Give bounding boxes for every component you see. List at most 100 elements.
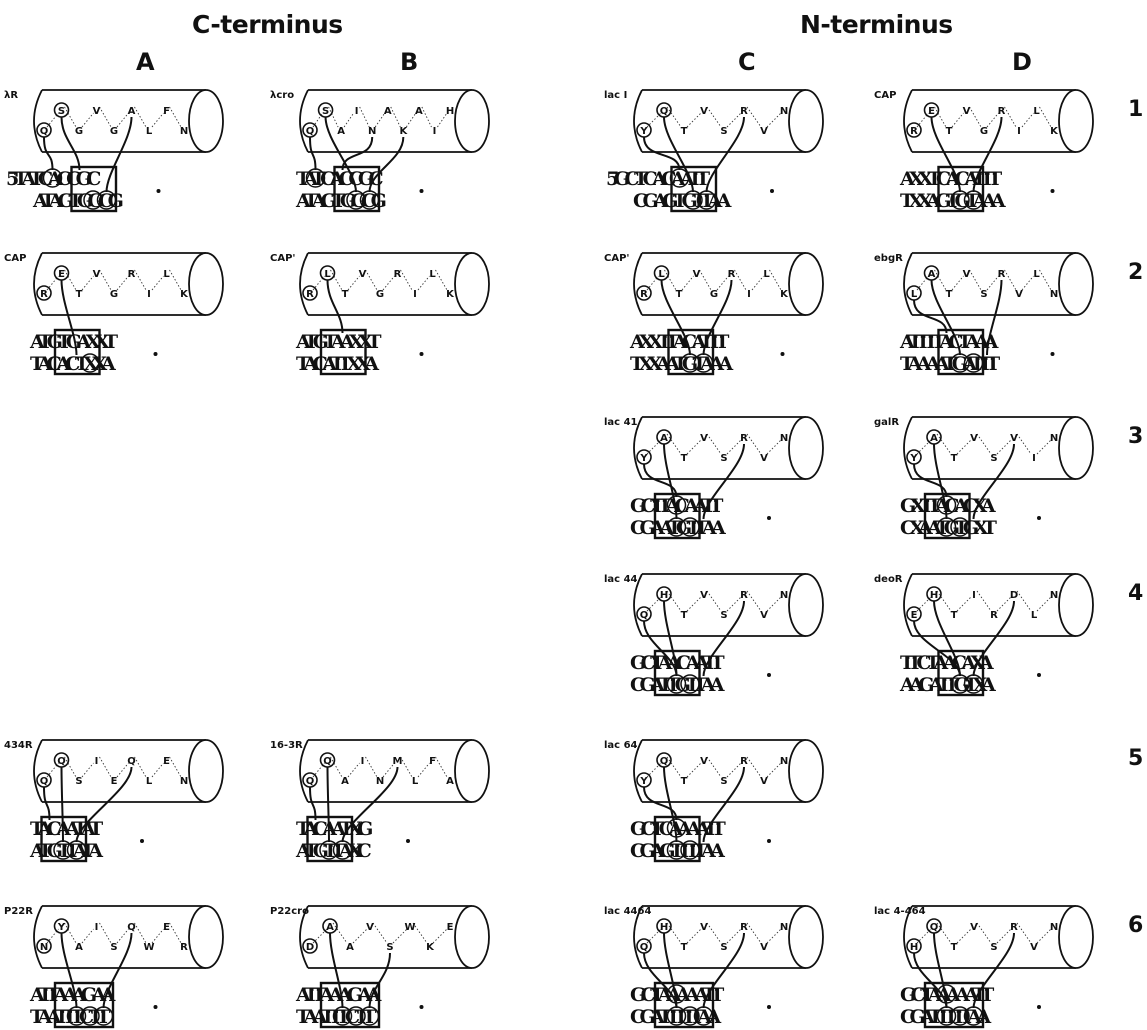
residue-q: Q — [660, 106, 669, 117]
residue-connector — [100, 757, 112, 777]
residue-connector — [366, 757, 378, 777]
residue-q: Q — [640, 942, 649, 953]
dna-top-strand: ATTAAAGAA — [295, 984, 382, 1006]
helix-cylinder-end — [1059, 253, 1093, 315]
residue-connector — [65, 270, 77, 290]
residue-n: N — [780, 590, 788, 601]
residue-connector — [735, 270, 747, 290]
residue-i: I — [355, 106, 359, 117]
residue-e: E — [58, 269, 65, 280]
residue-q: Q — [40, 126, 49, 137]
residue-s: S — [720, 126, 727, 137]
residue-connector — [331, 270, 343, 290]
panel-label: CAP' — [604, 253, 629, 264]
residue-l: L — [1033, 269, 1040, 280]
contact-line — [44, 787, 50, 820]
residue-k: K — [1050, 126, 1059, 137]
residue-q: Q — [306, 126, 315, 137]
helix-cylinder-body — [634, 574, 806, 636]
helix-cylinder-body — [300, 253, 472, 315]
residue-connector — [747, 107, 761, 127]
residue-connector — [135, 107, 147, 127]
panel-label: lac 4-464 — [874, 906, 926, 917]
residue-w: W — [404, 922, 415, 933]
helix-cylinder-end — [789, 253, 823, 315]
residue-l: L — [429, 269, 436, 280]
helix-cylinder-end — [1059, 574, 1093, 636]
panel-label: λcro — [270, 90, 294, 101]
residue-connector — [418, 763, 430, 777]
residue-r: R — [998, 269, 1006, 280]
strand-end-dot — [420, 189, 424, 193]
residue-r: R — [306, 289, 314, 300]
residue-a: A — [660, 433, 668, 444]
residue-l: L — [763, 269, 770, 280]
residue-h: H — [910, 942, 918, 953]
residue-connector — [1005, 270, 1017, 290]
panel-lac41: lac 41YATVSRVNGCTTACAATTCGAATGTTAA — [604, 417, 823, 539]
residue-connector — [100, 107, 112, 127]
helix-cylinder-body — [634, 906, 806, 968]
residue-m: M — [393, 756, 403, 767]
strand-end-dot — [154, 1005, 158, 1009]
residue-s: S — [990, 942, 997, 953]
residue-connector — [935, 270, 947, 290]
residue-g: G — [110, 126, 118, 137]
residue-i: I — [413, 289, 417, 300]
panel-label: CAP' — [270, 253, 295, 264]
helix-cylinder-body — [904, 906, 1076, 968]
panel-label: P22R — [4, 906, 33, 917]
strand-end-dot — [1037, 673, 1041, 677]
residue-s: S — [980, 289, 987, 300]
residue-connector — [687, 113, 701, 127]
residue-a: A — [341, 776, 349, 787]
residue-v: V — [93, 106, 101, 117]
residue-a: A — [326, 922, 334, 933]
dna-bottom-strand: TAAAATGATTT — [900, 353, 1000, 375]
residue-i: I — [95, 922, 99, 933]
dna-top-strand: AXXTTACATTT — [629, 331, 729, 353]
residue-v: V — [366, 922, 374, 933]
panel-capPrimeB2: CAP'RLTVGRILKATGTAAXXTTACATTXXA — [270, 253, 489, 375]
residue-t: T — [681, 126, 688, 137]
residue-t: T — [951, 942, 958, 953]
residue-connector — [170, 757, 182, 777]
residue-connector — [727, 929, 741, 943]
residue-v: V — [93, 269, 101, 280]
helix-cylinder-body — [634, 90, 806, 152]
residue-connector — [747, 591, 761, 611]
residue-connector — [937, 434, 951, 454]
residue-connector — [747, 923, 761, 943]
dna-top-strand: GCTAACAATT — [630, 652, 725, 674]
residue-connector — [1022, 113, 1034, 127]
residue-q: Q — [640, 610, 649, 621]
residue-connector — [418, 276, 430, 290]
contact-line — [310, 137, 316, 170]
residue-v: V — [700, 106, 708, 117]
residue-s: S — [990, 453, 997, 464]
residue-a: A — [128, 106, 136, 117]
residue-r: R — [998, 106, 1006, 117]
strand-end-dot — [157, 189, 161, 193]
panel-label: deoR — [874, 574, 903, 585]
residue-i: I — [1017, 126, 1021, 137]
strand-end-dot — [1037, 516, 1041, 520]
residue-v: V — [760, 126, 768, 137]
residue-connector — [135, 270, 147, 290]
panel-label: lac 44 — [604, 574, 638, 585]
residue-v: V — [760, 610, 768, 621]
residue-s: S — [58, 106, 65, 117]
residue-connector — [331, 757, 343, 777]
residue-connector — [152, 113, 164, 127]
residue-n: N — [1050, 433, 1058, 444]
residue-connector — [1022, 276, 1034, 290]
residue-v: V — [700, 590, 708, 601]
residue-connector — [687, 597, 701, 611]
helix-cylinder-end — [789, 906, 823, 968]
residue-h: H — [446, 106, 454, 117]
strand-end-dot — [767, 673, 771, 677]
panel-label: lac 64 — [604, 740, 638, 751]
residue-connector — [747, 757, 761, 777]
